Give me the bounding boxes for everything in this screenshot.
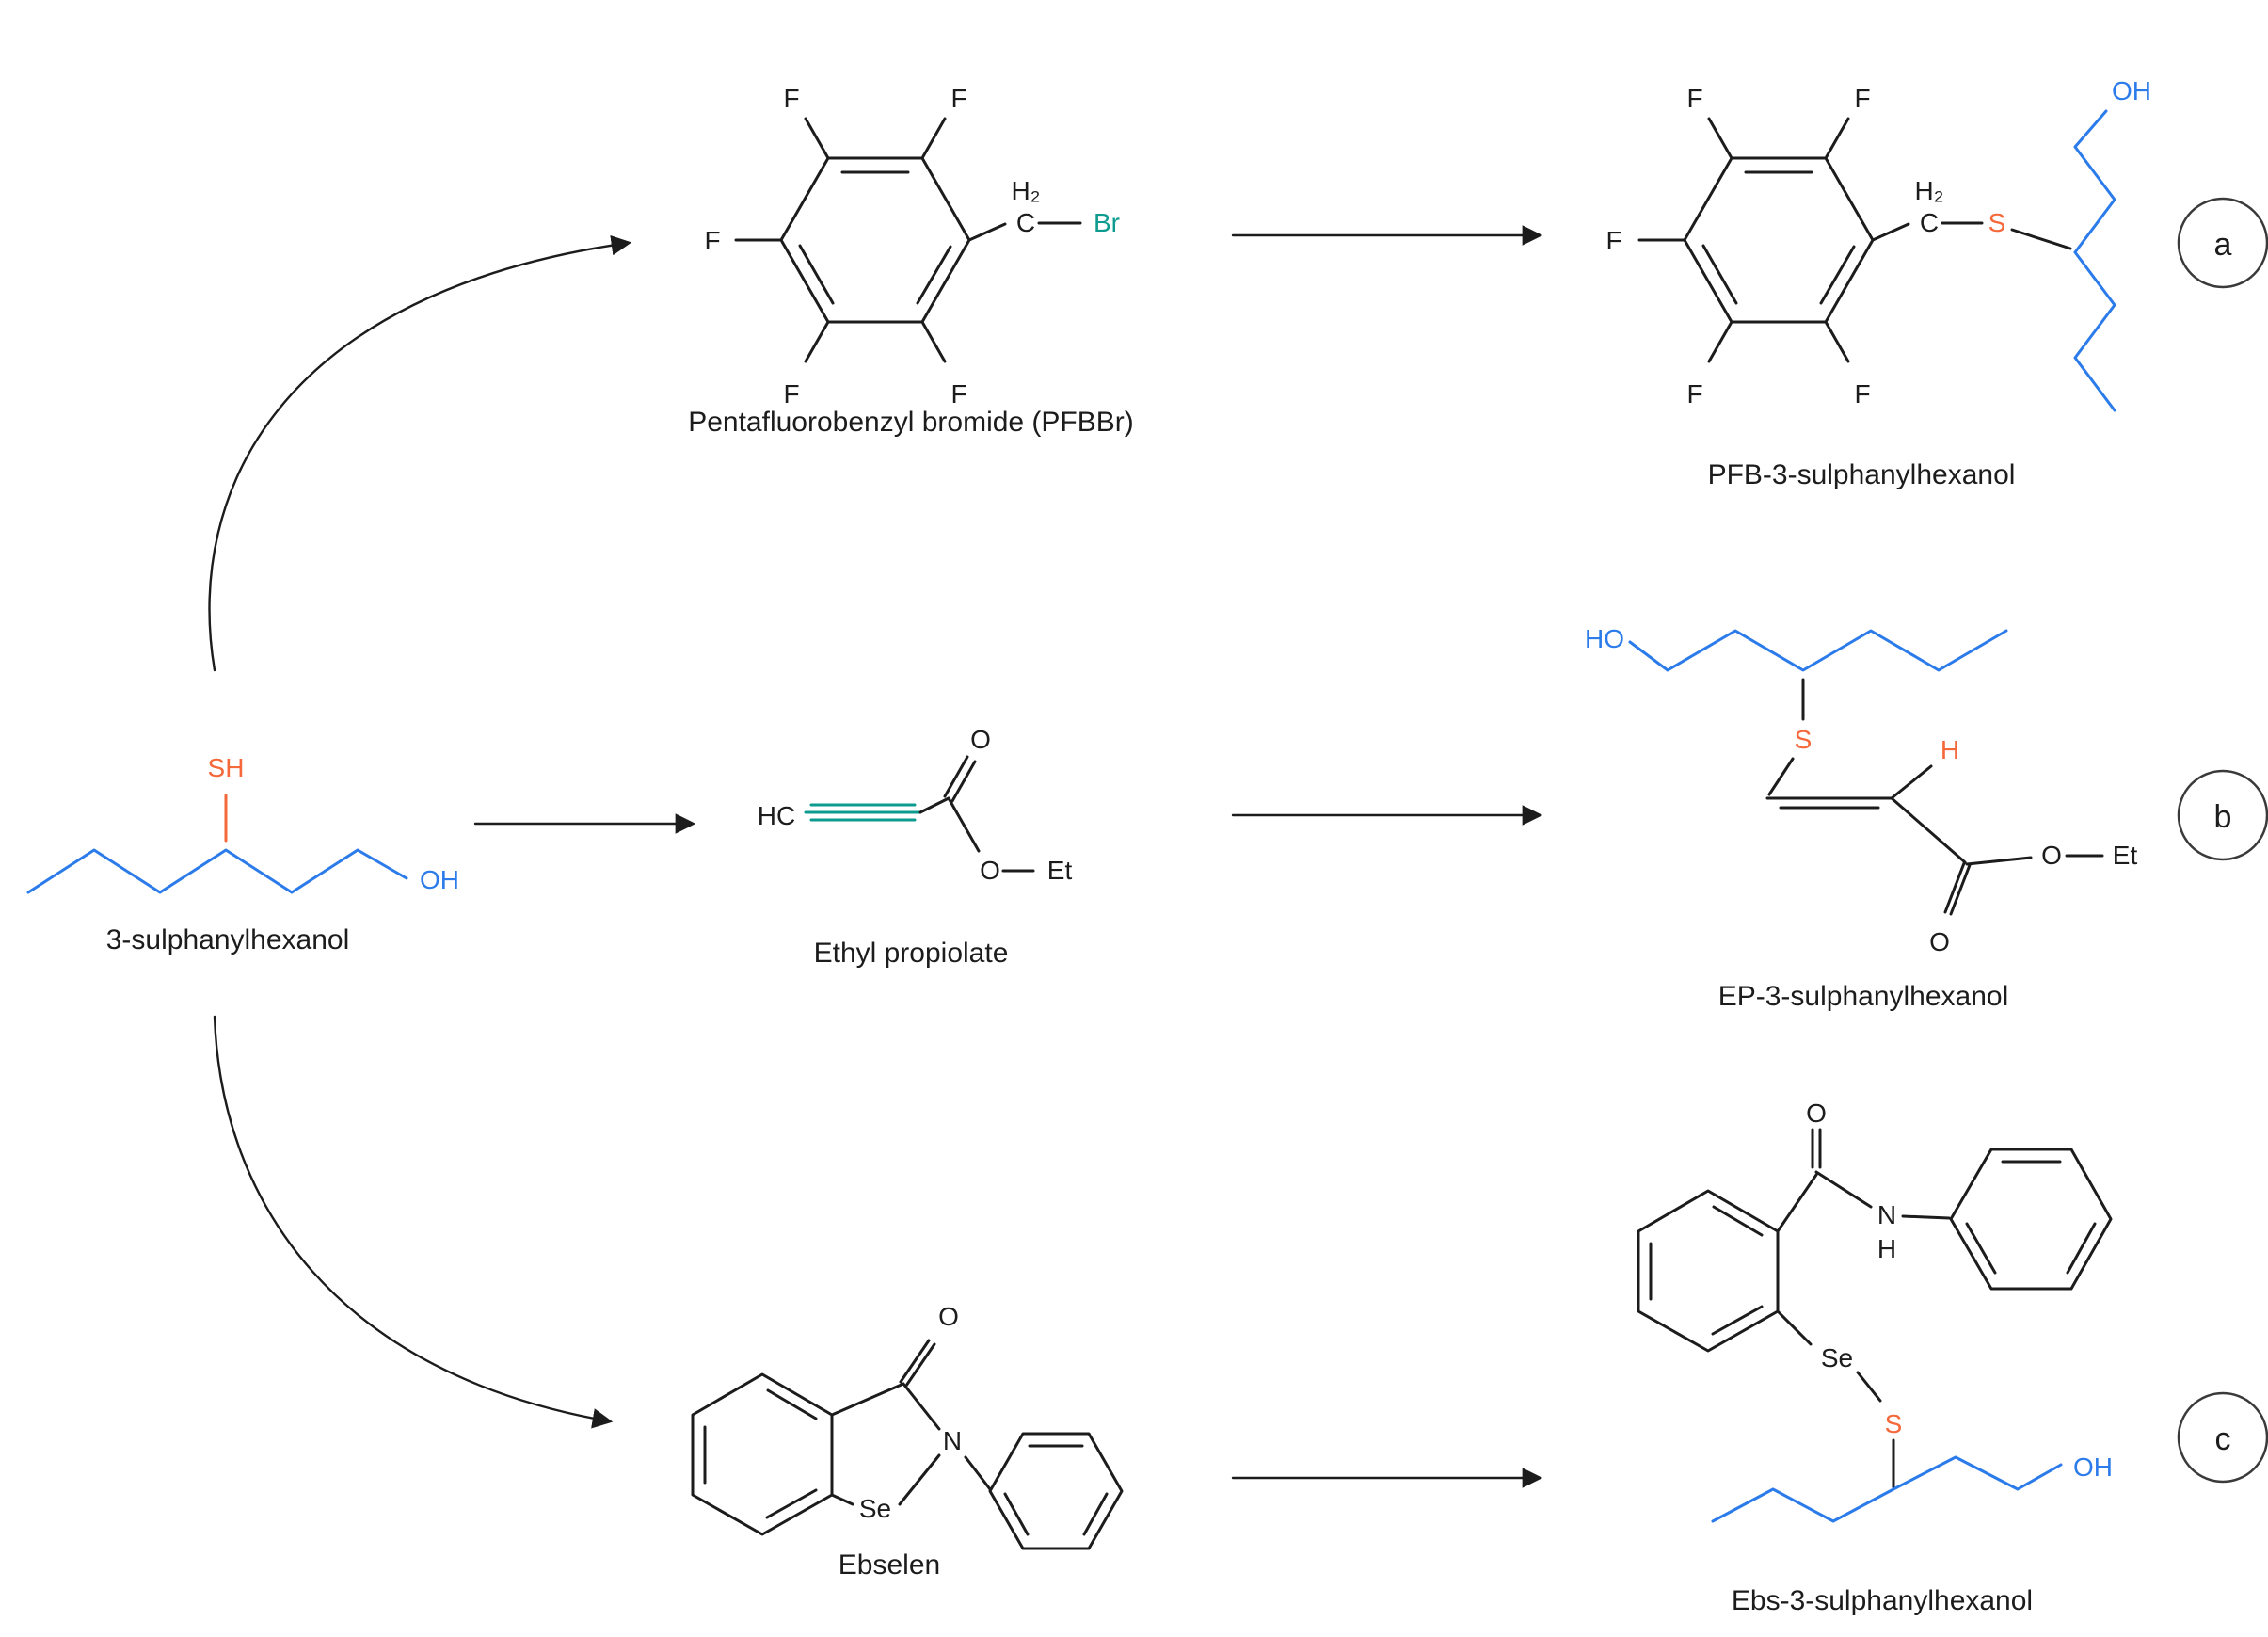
fluorine-label: F <box>1605 226 1621 255</box>
sulfur-label: S <box>1885 1409 1903 1438</box>
molecule-3-sulphanylhexanol: SH OH 3-sulphanylhexanol <box>26 753 459 955</box>
vinyl-H-label: H <box>1941 735 1959 764</box>
ethyl-Et-label: Et <box>2113 841 2138 870</box>
selenium-label: Se <box>1821 1343 1853 1372</box>
molecule-ebs-3-sulphanylhexanol: O N H Se S OH c Ebs-3-sulphanylhexanol <box>1637 1099 2268 1616</box>
molecule-ebselen: O N Se Ebselen <box>691 1302 1124 1581</box>
caption-reagent-c: Ebselen <box>839 1549 940 1581</box>
molecule-ep-3-sulphanylhexanol: HO S H O O Et b EP-3-sulphanylhexanol <box>1585 624 2268 1012</box>
caption-reactant: 3-sulphanylhexanol <box>106 924 350 955</box>
ring-amide-selenosulfide-bonds <box>1637 1128 2113 1489</box>
methylene-C-label: C <box>1016 208 1035 237</box>
fluorine-label: F <box>950 84 966 113</box>
caption-reagent-a: Pentafluorobenzyl bromide (PFBBr) <box>688 407 1134 438</box>
caption-product-c: Ebs-3-sulphanylhexanol <box>1732 1585 2033 1616</box>
fluorine-label: F <box>1854 379 1870 409</box>
caption-product-a: PFB-3-sulphanylhexanol <box>1708 459 2016 490</box>
alkyne-HC-label: HC <box>758 801 795 830</box>
badge-a-circle <box>2177 197 2268 289</box>
caption-reagent-b: Ethyl propiolate <box>814 938 1009 969</box>
carbonyl-O-label: O <box>970 725 991 754</box>
sulfur-label: S <box>1988 208 2006 237</box>
badge-b-circle <box>2177 769 2268 861</box>
molecule-ethyl-propiolate: HC O O Et Ethyl propiolate <box>758 725 1073 969</box>
carbon-chain-bonds <box>2073 109 2116 412</box>
hydroxyl-OH-label: OH <box>2112 76 2151 105</box>
carbon-chain-bonds <box>1711 1455 2063 1523</box>
carbonyl-O-label: O <box>938 1302 959 1331</box>
carbon-chain-bonds <box>26 848 408 894</box>
ethyl-Et-label: Et <box>1047 856 1073 885</box>
badge-a-label: a <box>2214 227 2232 263</box>
thiol-SH-label: SH <box>208 753 245 782</box>
fluorine-label: F <box>1854 84 1870 113</box>
carbonyl-O-label: O <box>1929 927 1950 956</box>
methylene-C-label: C <box>1920 208 1939 237</box>
selenium-label: Se <box>859 1494 891 1523</box>
methylene-H2-label: H₂ <box>1011 176 1040 205</box>
amide-H-label: H <box>1877 1234 1896 1263</box>
ring-bonds <box>691 1339 1124 1550</box>
ring-and-substituent-bonds <box>1637 117 2072 363</box>
fluorine-label: F <box>1686 379 1702 409</box>
ester-O-label: O <box>2041 841 2062 870</box>
ester-bonds <box>918 755 1035 873</box>
hydroxyl-HO-label: HO <box>1585 624 1624 653</box>
thioether-vinyl-ester-bonds <box>1765 678 2104 916</box>
molecule-pfb-3-sulphanylhexanol: F F F F F H₂ C S OH a PFB-3-sulphanylhex… <box>1605 76 2268 490</box>
fluorine-label: F <box>783 379 799 409</box>
caption-product-b: EP-3-sulphanylhexanol <box>1718 981 2009 1012</box>
badge-c-circle <box>2177 1391 2268 1484</box>
carbonyl-O-label: O <box>1806 1099 1827 1128</box>
nitrogen-label: N <box>1877 1200 1896 1229</box>
fluorine-label: F <box>783 84 799 113</box>
bromine-label: Br <box>1094 208 1120 237</box>
sulfur-label: S <box>1795 725 1813 754</box>
ester-O-label: O <box>980 856 1000 885</box>
carbon-chain-bonds <box>1628 629 2008 672</box>
hydroxyl-OH-label: OH <box>2073 1452 2113 1482</box>
ring-and-substituent-bonds <box>734 117 1082 363</box>
fluorine-label: F <box>1686 84 1702 113</box>
curved-arrow-to-ebselen <box>213 1015 614 1429</box>
nitrogen-label: N <box>943 1426 962 1455</box>
curved-arrow-to-pfbbr <box>208 234 632 672</box>
badge-b-label: b <box>2214 799 2232 835</box>
molecule-pfbbr: F F F F F H₂ C Br Pentafluorobenzyl brom… <box>688 84 1134 438</box>
methylene-H2-label: H₂ <box>1914 176 1943 205</box>
fluorine-label: F <box>704 226 720 255</box>
triple-bond <box>804 803 922 822</box>
fluorine-label: F <box>950 379 966 409</box>
badge-c-label: c <box>2215 1421 2231 1457</box>
hydroxyl-OH-label: OH <box>420 865 459 894</box>
